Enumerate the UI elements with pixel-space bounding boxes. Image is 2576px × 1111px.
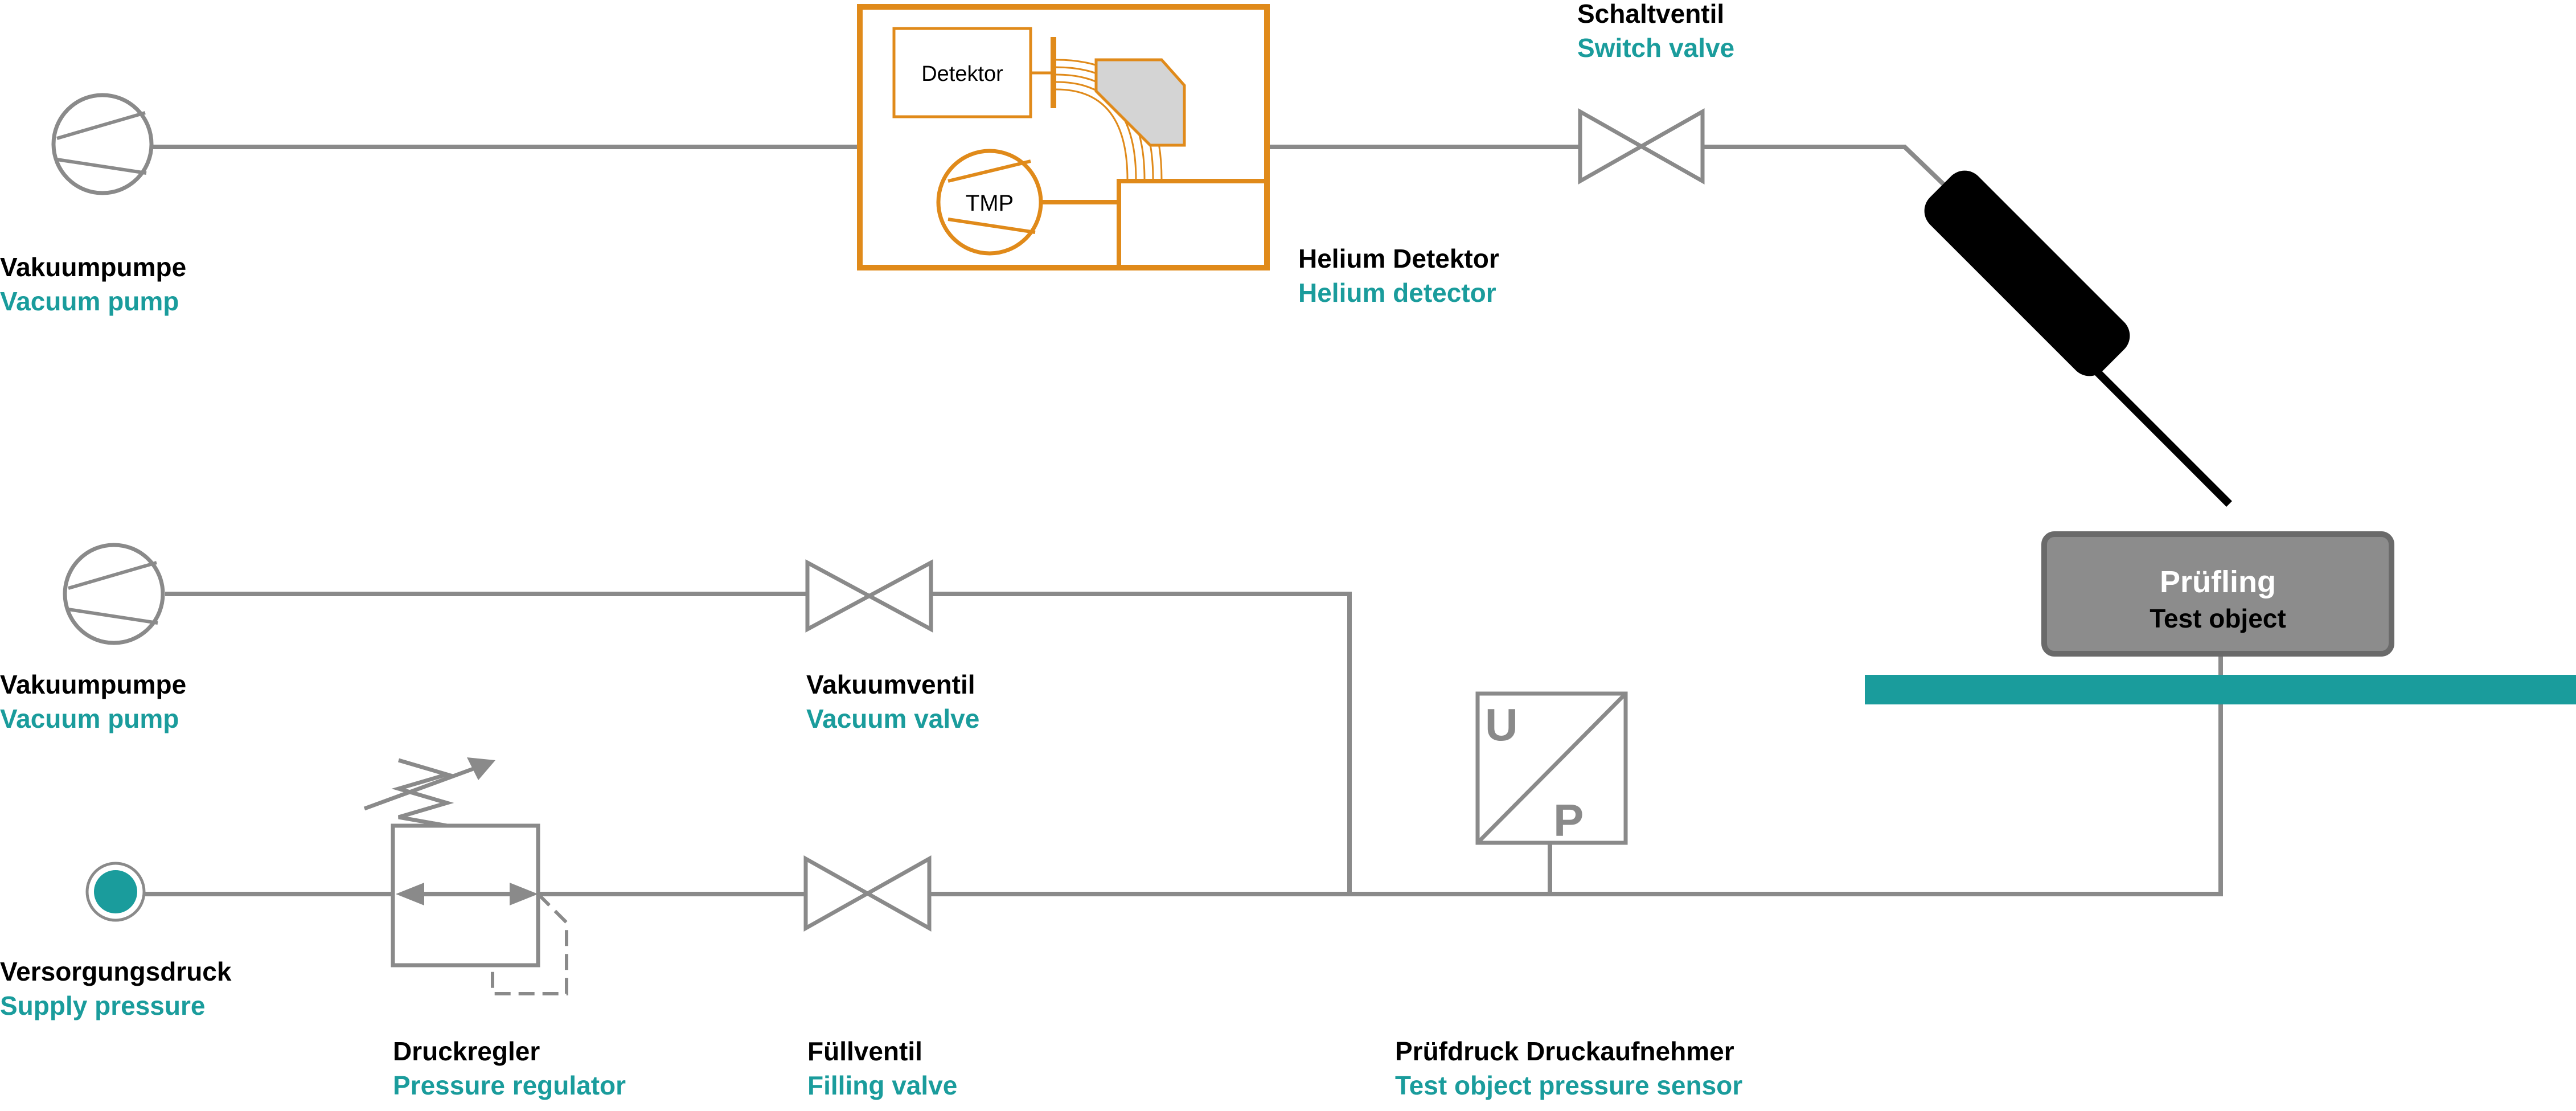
helium-detector: Detektor TMP Helium Detektor Helium dete… (857, 4, 1499, 308)
vacuum-pump-middle: Vakuumpumpe Vacuum pump (0, 543, 186, 733)
pipe-vacuum-valve-to-junction (931, 592, 1352, 894)
valve-icon (1578, 108, 1705, 185)
helium-detector-label-de: Helium Detektor (1298, 244, 1499, 273)
valve-icon (803, 855, 932, 932)
pump-icon (51, 93, 154, 195)
filling-valve: Füllventil Filling valve (803, 855, 957, 1100)
vacuum-pump-middle-label-de: Vakuumpumpe (0, 670, 186, 699)
sensor-letter-p: P (1553, 795, 1584, 846)
switch-valve-label-en: Switch valve (1577, 33, 1734, 63)
supply-pressure-label-de: Versorgungsdruck (0, 957, 232, 986)
regulator-adjust-arrowhead (467, 757, 495, 780)
helium-detector-housing (857, 4, 1270, 270)
regulator-pilot-line (491, 892, 568, 995)
pressure-regulator-label-de: Druckregler (393, 1036, 540, 1066)
filling-valve-label-en: Filling valve (807, 1071, 957, 1100)
sniffer-probe (1924, 170, 2232, 507)
valve-icon (805, 559, 933, 633)
vacuum-pump-top-label-de: Vakuumpumpe (0, 252, 186, 282)
test-object-body (2041, 531, 2394, 657)
pipe-network (137, 145, 2223, 896)
pressure-sensor-label-en: Test object pressure sensor (1395, 1071, 1742, 1100)
vacuum-valve-label-en: Vacuum valve (806, 704, 979, 733)
vacuum-pump-top-label-en: Vacuum pump (0, 286, 179, 316)
magnet-sector (1094, 58, 1186, 147)
vacuum-pump-middle-label-en: Vacuum pump (0, 704, 179, 733)
pump-icon-line-lower (68, 608, 158, 625)
test-object-label-de: Prüfling (2160, 565, 2276, 599)
switch-valve-label-de: Schaltventil (1577, 0, 1724, 28)
tmp-label: TMP (966, 191, 1014, 216)
pressure-sensor: U P Prüfdruck Druckaufnehmer Test object… (1395, 691, 1742, 1100)
vacuum-valve-label-de: Vakuumventil (806, 670, 975, 699)
supply-pressure-label-en: Supply pressure (0, 991, 205, 1020)
helium-detector-label-en: Helium detector (1298, 278, 1496, 308)
pump-icon-line-upper (56, 111, 146, 140)
detector-box-label: Detektor (921, 62, 1003, 86)
pressure-sensor-label-de: Prüfdruck Druckaufnehmer (1395, 1036, 1734, 1066)
supply-source-icon (94, 870, 137, 913)
tmp-line-lower (947, 218, 1036, 234)
sensor-letter-u: U (1485, 699, 1518, 750)
supply-pressure: Versorgungsdruck Supply pressure (0, 862, 232, 1020)
pump-icon-line-upper (68, 561, 157, 590)
regulator-arrowhead-right (510, 883, 538, 905)
test-object-label-en: Test object (2150, 604, 2286, 633)
pump-icon-line-lower (56, 158, 147, 175)
vacuum-valve: Vakuumventil Vacuum valve (805, 559, 979, 733)
sensor-diagonal (1476, 692, 1627, 844)
probe-handle (1924, 170, 2130, 376)
support-rail (1865, 675, 2576, 704)
tmp-chamber (1117, 179, 1269, 270)
regulator-adjust-arrow (363, 764, 482, 811)
pump-icon (63, 543, 165, 645)
vacuum-pump-top: Vakuumpumpe Vacuum pump (0, 93, 186, 316)
regulator-spring-icon (391, 758, 454, 828)
pressure-regulator: Druckregler Pressure regulator (363, 757, 626, 1100)
switch-valve: Schaltventil Switch valve (1577, 0, 1734, 185)
pipe-filling-valve-to-test-object (931, 655, 2223, 896)
filling-valve-label-de: Füllventil (807, 1036, 922, 1066)
test-object: Prüfling Test object (1865, 531, 2576, 704)
regulator-arrowhead-left (396, 883, 424, 905)
pipe-switch-valve-to-probe (1703, 145, 1949, 190)
tmp-line-upper (947, 159, 1031, 183)
pressure-regulator-label-en: Pressure regulator (393, 1071, 626, 1100)
